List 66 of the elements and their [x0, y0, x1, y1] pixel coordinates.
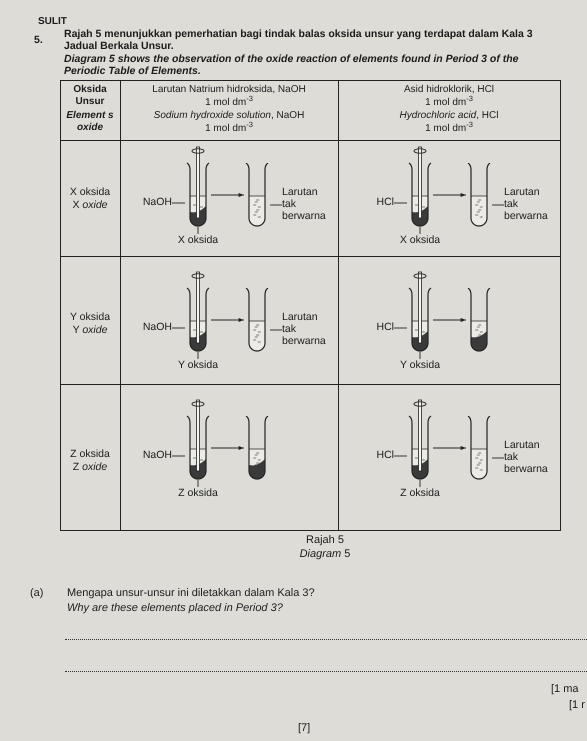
leader-line [172, 202, 186, 204]
oxide-label: Y oksida [388, 359, 452, 373]
test-tube-drawing [185, 398, 211, 480]
arrow [210, 192, 244, 198]
column-header: 1 mol dm$^{-3}$ [425, 123, 474, 135]
reagent-label: HCl [348, 321, 394, 335]
test-tube-drawing [466, 288, 492, 352]
reagent-label: HCl [348, 449, 394, 463]
reagent-label: NaOH [126, 196, 172, 210]
row-header: Z oksida [69, 448, 111, 461]
question-text: Mengapa unsur-unsur ini diletakkan dalam Kala 3? [67, 586, 316, 601]
row-header: Y oxide [72, 324, 108, 337]
oxide-label: X oksida [166, 234, 230, 248]
row-header: X oksida [68, 186, 112, 199]
oxide-label: Z oksida [388, 487, 452, 501]
column-header: Hydrochloric acid, HCl [398, 110, 500, 122]
reagent-label: HCl [348, 196, 394, 210]
marks-text: [1 r [569, 698, 586, 713]
column-header: Oksida Unsur [72, 84, 108, 108]
header-text: SULIT [38, 15, 68, 29]
row-header: Y oksida [68, 311, 112, 324]
question-text: Why are these elements placed in Period 3? [67, 601, 284, 616]
arrow [432, 192, 466, 198]
page-number: [7] [298, 721, 312, 736]
diagram-caption: Rajah 5 [305, 534, 345, 547]
question-number: 5. [34, 33, 44, 48]
test-tube-drawing [407, 270, 433, 352]
test-tube-drawing [185, 270, 211, 352]
marks-text: [1 ma [551, 682, 580, 697]
test-tube-drawing [185, 145, 211, 227]
test-tube-drawing [244, 163, 270, 227]
row-header: X oxide [71, 199, 109, 212]
observation-label: Larutan tak berwarna [504, 186, 554, 224]
oxide-label: X oksida [388, 234, 452, 248]
arrow [210, 446, 244, 450]
diagram-caption: Diagram 5 [298, 548, 352, 561]
reagent-label: NaOH [126, 449, 172, 463]
observation-label: Larutan tak berwarna [282, 311, 332, 349]
column-header: Asid hidroklorik, HCl [402, 84, 496, 96]
question-text: Diagram 5 shows the observation of the oxide reaction of elements found in Period 3 of the Periodic Table of Elements. [64, 53, 520, 77]
observation-label: Larutan tak berwarna [504, 439, 554, 477]
oxide-label: Z oksida [166, 487, 230, 501]
column-header: Element s oxide [65, 110, 115, 134]
arrow [432, 318, 466, 322]
column-header: 1 mol dm$^{-3}$ [424, 97, 474, 109]
column-header: 1 mol dm$^{-3}$ [205, 123, 254, 135]
arrow [210, 318, 244, 322]
oxide-label: Y oksida [166, 359, 230, 373]
row-header: Z oxide [72, 461, 108, 474]
arrow [432, 446, 466, 450]
test-tube-drawing [244, 288, 270, 352]
test-tube-drawing [466, 163, 492, 227]
question-text: Rajah 5 menunjukkan pemerhatian bagi tindak balas oksida unsur yang terdapat dalam Kala 3 Jadual Berkala Unsur. [64, 28, 534, 52]
column-header: 1 mol dm$^{-3}$ [204, 97, 254, 109]
leader-line [270, 204, 282, 206]
test-tube-drawing [407, 145, 433, 227]
question-part: (a) [30, 586, 44, 601]
column-header: Larutan Natrium hidroksida, NaOH [151, 84, 307, 96]
test-tube-drawing [466, 416, 492, 480]
leader-line [492, 204, 504, 206]
observation-label: Larutan tak berwarna [282, 186, 332, 224]
test-tube-drawing [244, 416, 270, 480]
reagent-label: NaOH [126, 321, 172, 335]
column-header: Sodium hydroxide solution, NaOH [152, 110, 306, 122]
test-tube-drawing [407, 398, 433, 480]
leader-line [394, 202, 408, 204]
